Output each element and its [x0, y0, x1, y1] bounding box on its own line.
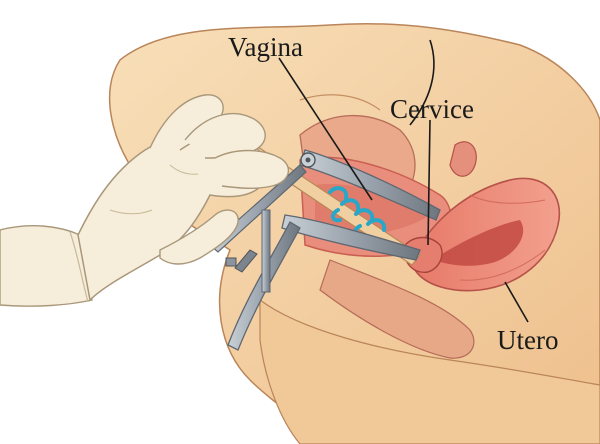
skin-fold-line [409, 39, 435, 126]
label-vagina: Vagina [228, 32, 303, 62]
uterine-striation [469, 194, 546, 204]
uterine-cavity [440, 220, 524, 266]
lower-thigh-shape [259, 298, 600, 444]
skin-fold-line [299, 94, 381, 111]
gloved-hand-icon [0, 94, 290, 307]
fallopian-tube [449, 141, 477, 177]
label-cervix: Cervice [390, 94, 474, 124]
leader-line-uterus [504, 281, 529, 323]
label-uterus: Utero [497, 325, 558, 355]
leader-line-cervix [427, 119, 431, 246]
vaginal-canal-shadow [315, 184, 430, 235]
uterine-striation [459, 249, 546, 281]
leader-line-vagina [278, 57, 373, 201]
posterior-structure [319, 259, 475, 359]
